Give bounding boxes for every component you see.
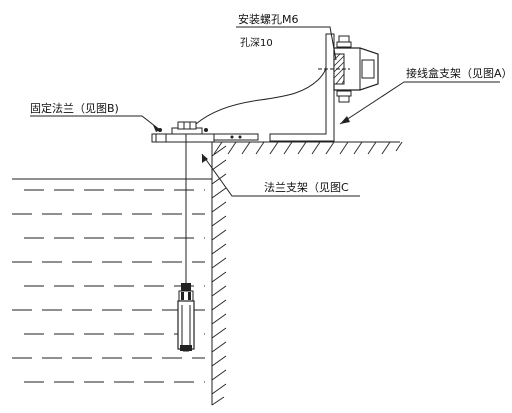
ground-surface bbox=[212, 141, 403, 155]
signal-cable bbox=[195, 65, 327, 125]
label-fixed-flange: 固定法兰（见图B) bbox=[30, 101, 119, 115]
level-sensor bbox=[177, 283, 195, 352]
flange-bracket bbox=[151, 133, 259, 143]
arrowhead bbox=[202, 154, 208, 163]
fixed-flange bbox=[158, 121, 208, 135]
arrowhead bbox=[340, 116, 350, 124]
junction-box-bracket bbox=[269, 33, 335, 142]
leader-lines bbox=[30, 26, 500, 197]
label-mount-hole: 安装螺孔M6 bbox=[238, 12, 299, 26]
label-hole-depth: 孔深10 bbox=[240, 37, 273, 49]
label-junction-box-bracket: 接线盒支架（见图A） bbox=[406, 66, 512, 80]
wall bbox=[211, 142, 227, 406]
label-flange-bracket: 法兰支架（见图C bbox=[264, 180, 349, 194]
arrowhead bbox=[153, 125, 160, 132]
junction-box bbox=[318, 35, 379, 103]
water bbox=[12, 178, 212, 383]
